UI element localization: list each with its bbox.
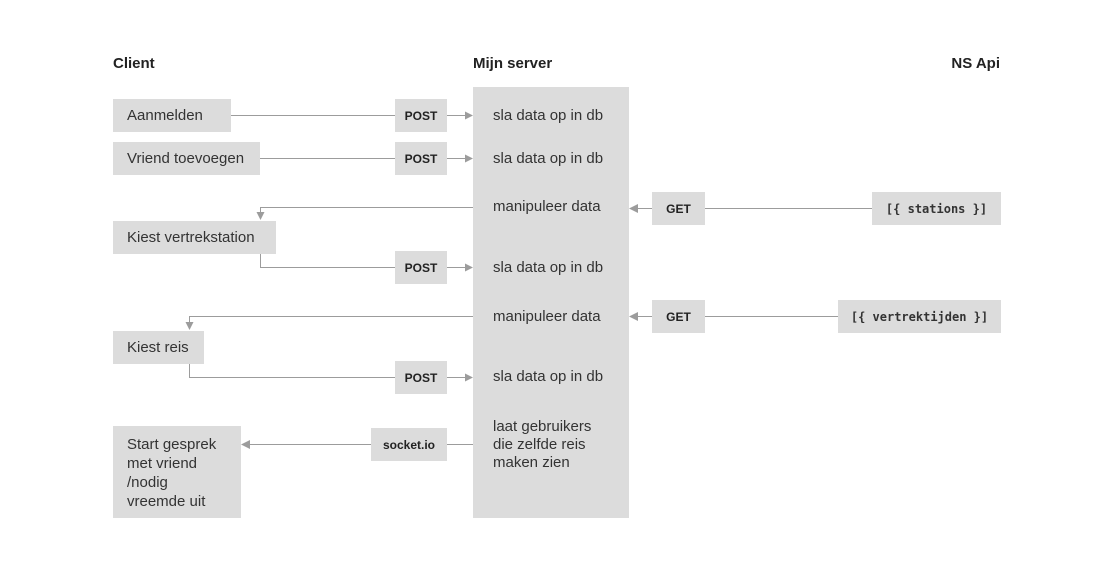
api-vertrektijden: [{ vertrektijden }] [838, 300, 1001, 333]
server-manipulate-data-1: manipuleer data [493, 198, 601, 215]
arrowhead-get-1 [629, 204, 638, 213]
client-kiest-reis: Kiest reis [113, 331, 204, 364]
connector-vriend [260, 158, 395, 159]
client-start-gesprek: Start gesprek met vriend /nodig vreemde … [113, 426, 241, 518]
api-header: NS Api [951, 55, 1000, 72]
arrowhead-post-3 [465, 263, 473, 272]
arrowhead-manip1-down [256, 212, 265, 220]
server-save-data-2: sla data op in db [493, 150, 604, 167]
post-tag-1: POST [395, 99, 447, 132]
server-save-data-3: sla data op in db [493, 259, 604, 276]
connector-manip1-v [260, 207, 261, 213]
client-gesprek-line-3: /nodig [127, 474, 168, 491]
connector-get-1-server [638, 208, 652, 209]
connector-vertrek-h [260, 267, 395, 268]
arrowhead-post-1 [465, 111, 473, 120]
client-aanmelden: Aanmelden [113, 99, 231, 132]
server-save-data-4: sla data op in db [493, 368, 604, 385]
connector-post-1 [447, 115, 465, 116]
connector-manip2-h [189, 316, 473, 317]
client-kiest-vertrekstation: Kiest vertrekstation [113, 221, 276, 254]
server-show-line-1: laat gebruikers [493, 418, 592, 435]
connector-manip2-v [189, 316, 190, 322]
connector-socket-client [250, 444, 371, 445]
arrowhead-post-2 [465, 154, 473, 163]
connector-get-2-server [638, 316, 652, 317]
post-tag-4: POST [395, 361, 447, 394]
api-stations: [{ stations }] [872, 192, 1001, 225]
get-tag-2: GET [652, 300, 705, 333]
server-show-users: laat gebruikers die zelfde reis maken zi… [493, 418, 591, 472]
connector-aanmelden [231, 115, 395, 116]
arrowhead-manip2-down [185, 322, 194, 330]
server-save-data-1: sla data op in db [493, 107, 604, 124]
connector-manip1-h [260, 207, 473, 208]
connector-reis-h [189, 377, 395, 378]
post-tag-2: POST [395, 142, 447, 175]
server-show-line-3: maken zien [493, 454, 570, 471]
client-gesprek-line-1: Start gesprek [127, 436, 217, 453]
connector-post-2 [447, 158, 465, 159]
server-box [473, 87, 629, 518]
connector-get-1-api [705, 208, 872, 209]
get-tag-1: GET [652, 192, 705, 225]
arrowhead-get-2 [629, 312, 638, 321]
post-tag-3: POST [395, 251, 447, 284]
connector-post-4 [447, 377, 465, 378]
connector-post-3 [447, 267, 465, 268]
arrowhead-post-4 [465, 373, 473, 382]
socket-io-tag: socket.io [371, 428, 447, 461]
server-header: Mijn server [473, 55, 553, 72]
connector-vertrek-v [260, 254, 261, 267]
arrowhead-socket [241, 440, 250, 449]
connector-reis-v [189, 364, 190, 377]
server-manipulate-data-2: manipuleer data [493, 308, 601, 325]
client-gesprek-line-4: vreemde uit [127, 493, 206, 510]
connector-socket-server [447, 444, 473, 445]
server-show-line-2: die zelfde reis [493, 436, 586, 453]
client-vriend-toevoegen: Vriend toevoegen [113, 142, 260, 175]
client-header: Client [113, 55, 155, 72]
connector-get-2-api [705, 316, 838, 317]
client-gesprek-line-2: met vriend [127, 455, 198, 472]
